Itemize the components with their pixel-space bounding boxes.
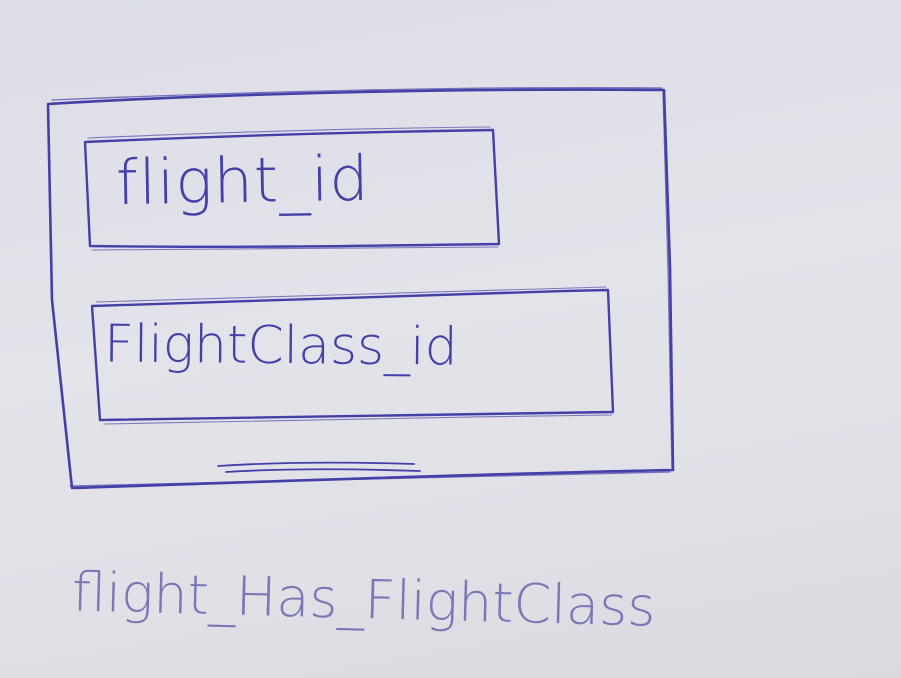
field-label-flightclass-id: FlightClass_id — [103, 314, 458, 378]
underline-scribble — [217, 461, 421, 473]
field-label-flight-id: flight_id — [115, 141, 371, 220]
field-box-2 — [90, 288, 615, 422]
field-box-1 — [83, 128, 501, 249]
field-box-2-retrace — [95, 286, 613, 425]
entity-outer-box-retrace — [51, 86, 673, 487]
